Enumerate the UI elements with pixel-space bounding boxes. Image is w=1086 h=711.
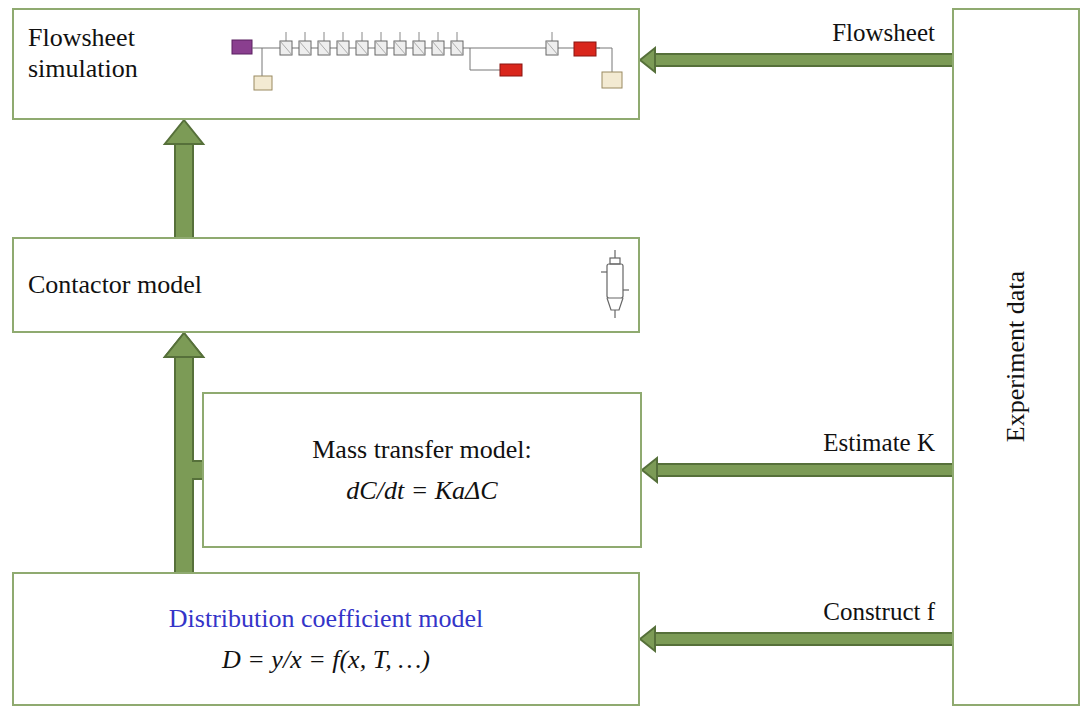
connector-arrow-fill bbox=[642, 458, 952, 482]
connector-arrow bbox=[184, 356, 185, 572]
connector-arrow bbox=[184, 143, 185, 237]
connector-arrow bbox=[654, 60, 952, 61]
model-box: Mass transfer model: dC/dt = KaΔC bbox=[202, 392, 642, 548]
edge-label: Estimate K bbox=[820, 428, 938, 458]
node-title: Distribution coefficient model bbox=[169, 603, 483, 634]
simulation-box: Flowsheet simulation bbox=[12, 8, 640, 120]
node-title: Contactor model bbox=[28, 269, 202, 300]
node-formula: D = y/x = f(x, T, …) bbox=[222, 644, 430, 675]
connector-arrow-fill bbox=[165, 333, 203, 572]
model-box: Distribution coefficient model D = y/x = … bbox=[12, 572, 640, 706]
data-panel: Experiment data bbox=[952, 8, 1080, 706]
connector-arrow-fill bbox=[640, 627, 952, 651]
connector-arrow-fill bbox=[165, 120, 203, 237]
connector-arrow bbox=[654, 639, 952, 640]
node-title: Flowsheet simulation bbox=[28, 22, 218, 84]
node-formula: dC/dt = KaΔC bbox=[346, 475, 497, 506]
flowsheet-thumbnail bbox=[232, 32, 622, 90]
node-title: Mass transfer model: bbox=[312, 434, 532, 465]
connector-arrow bbox=[656, 470, 952, 471]
node-title: Experiment data bbox=[1000, 271, 1031, 442]
model-box: Contactor model bbox=[12, 237, 640, 333]
connector-arrow-fill bbox=[640, 48, 952, 72]
edge-label: Construct f bbox=[820, 597, 938, 627]
contactor-icon bbox=[601, 250, 629, 318]
edge-label: Flowsheet bbox=[829, 18, 938, 48]
